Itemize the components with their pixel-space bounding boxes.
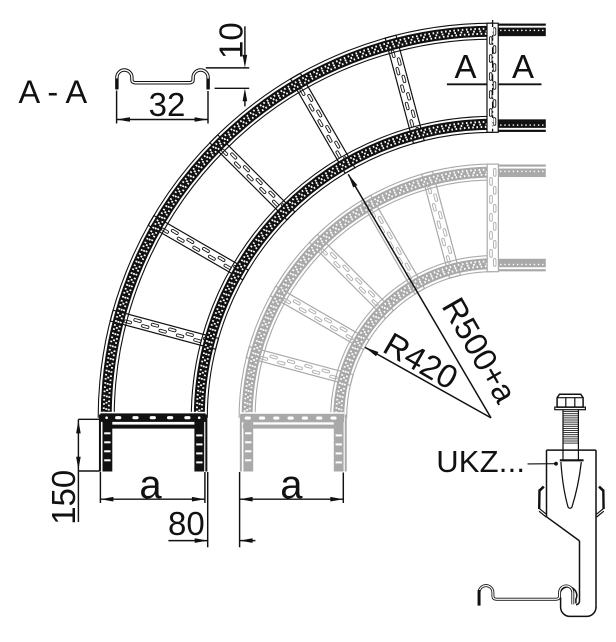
svg-text:32: 32 — [149, 86, 186, 123]
svg-text:150: 150 — [45, 470, 82, 525]
svg-text:UKZ...: UKZ... — [436, 444, 525, 479]
svg-text:a: a — [280, 463, 303, 507]
svg-text:10: 10 — [213, 22, 250, 59]
svg-text:a: a — [139, 463, 162, 507]
svg-text:A: A — [454, 48, 476, 85]
svg-text:80: 80 — [168, 505, 205, 542]
svg-text:A: A — [512, 48, 534, 85]
svg-text:A - A: A - A — [19, 74, 88, 110]
